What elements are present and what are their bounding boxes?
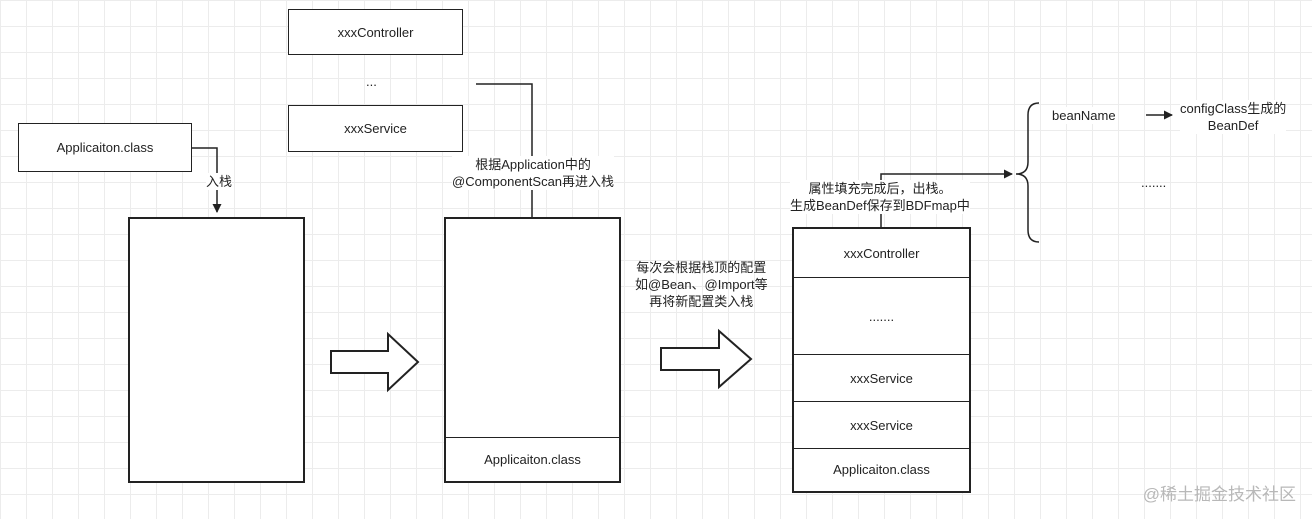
- stack-3-cell: xxxService: [794, 401, 969, 448]
- stack-3-cell-label: xxxService: [850, 417, 913, 433]
- bean-def-value: configClass生成的 BeanDef: [1180, 100, 1287, 134]
- stack-rule-line-2: 如@Bean、@Import等: [635, 277, 768, 292]
- watermark: @稀土掘金技术社区: [1142, 485, 1296, 504]
- pop-label-line-1: 属性填充完成后，出栈。: [808, 181, 952, 196]
- push-label: 入栈: [206, 173, 233, 190]
- stack-3: xxxController ....... xxxService xxxServ…: [792, 227, 971, 493]
- stack-3-cell-label: xxxController: [843, 245, 920, 261]
- scan-label-line-1: 根据Application中的: [475, 157, 591, 172]
- scan-label-line-2: @ComponentScan再进入栈: [452, 174, 615, 189]
- pop-label: 属性填充完成后，出栈。 生成BeanDef保存到BDFmap中: [790, 180, 970, 214]
- stack-2-bottom-label: Applicaiton.class: [484, 452, 581, 467]
- service-box: xxxService: [288, 105, 463, 152]
- bean-def-value-line-1: configClass生成的: [1180, 101, 1287, 116]
- stack-3-cell-label: xxxService: [850, 370, 913, 386]
- stack-rule-line-1: 每次会根据栈顶的配置: [636, 260, 767, 275]
- stack-rule-line-3: 再将新配置类入栈: [649, 294, 754, 309]
- block-arrow-2: [660, 328, 753, 390]
- map-ellipsis: .......: [1141, 175, 1167, 190]
- stack-1: [128, 217, 305, 483]
- push-arrow: [192, 147, 222, 213]
- stack-3-cell-label: .......: [868, 308, 895, 324]
- stack-rule-label: 每次会根据栈顶的配置 如@Bean、@Import等 再将新配置类入栈: [635, 259, 768, 310]
- stack-3-cell: xxxController: [794, 229, 969, 278]
- application-class-box: Applicaiton.class: [18, 123, 192, 172]
- bean-name-key: beanName: [1052, 107, 1116, 124]
- stack-3-cell: .......: [794, 278, 969, 354]
- stack-2: Applicaiton.class: [444, 217, 621, 483]
- map-brace: [1015, 102, 1040, 243]
- block-arrow-1: [330, 331, 420, 393]
- stack-3-cell: Applicaiton.class: [794, 448, 969, 490]
- stack-3-cell: xxxService: [794, 354, 969, 401]
- application-class-label: Applicaiton.class: [56, 140, 154, 155]
- stack-2-bottom: Applicaiton.class: [446, 437, 619, 481]
- pop-label-line-2: 生成BeanDef保存到BDFmap中: [790, 198, 970, 213]
- controller-box: xxxController: [288, 9, 463, 55]
- bean-def-value-line-2: BeanDef: [1207, 118, 1259, 133]
- service-box-label: xxxService: [344, 121, 407, 136]
- controller-box-label: xxxController: [337, 24, 414, 40]
- stack-3-cell-label: Applicaiton.class: [833, 462, 930, 477]
- scan-label: 根据Application中的 @ComponentScan再进入栈: [452, 156, 615, 190]
- top-ellipsis: ...: [366, 74, 377, 89]
